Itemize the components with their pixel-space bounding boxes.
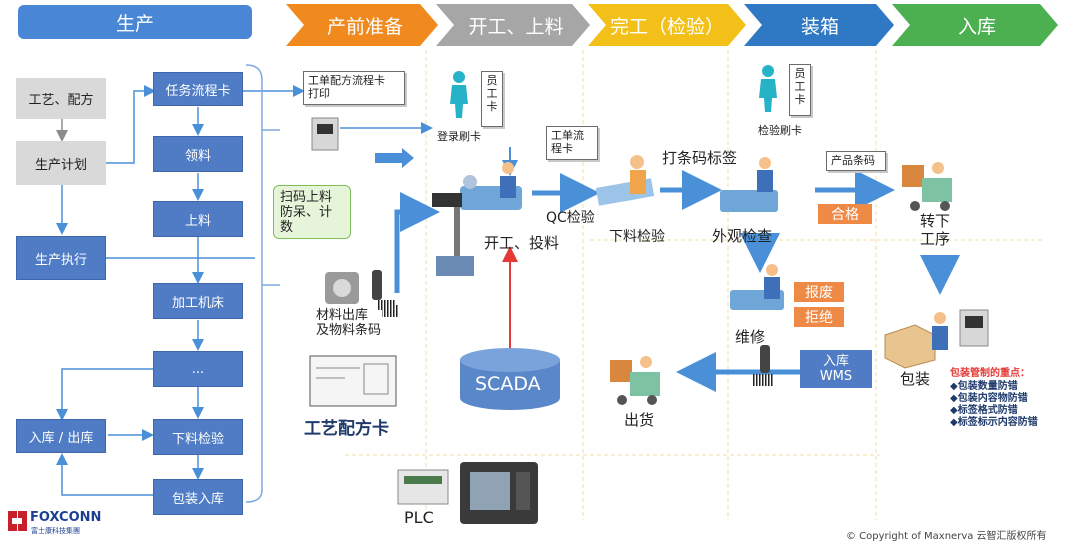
step-feed: 上料 <box>153 201 243 237</box>
forklift-icon-shipping <box>610 356 660 405</box>
step-material-pick: 领料 <box>153 136 243 172</box>
production-plan-box: 生产计划 <box>16 141 106 185</box>
stage-bar: 产前准备 开工、上料 完工（检验） 装箱 入库 <box>0 4 1080 46</box>
product-barcode-note: 产品条码 <box>826 151 886 171</box>
packing-focus-item: ◆标签标示内容防错 <box>950 417 1038 428</box>
stage-chevron-pack <box>744 4 894 46</box>
workstation-icon-appearance <box>720 157 778 212</box>
packing-focus-item: ◆标签格式防错 <box>950 405 1018 416</box>
repair-label: 维修 <box>735 328 766 346</box>
process-card-form-icon <box>309 355 397 407</box>
qc-inspection-label: QC检验 <box>546 210 595 226</box>
appearance-check-label: 外观检查 <box>712 227 773 245</box>
barcode-scanner-icon-inbound <box>760 345 770 373</box>
foxconn-logo-subtext: 富士康科技集團 <box>31 527 80 535</box>
label-printer-icon-packing <box>959 309 989 347</box>
forklift-icon-transfer <box>902 162 952 211</box>
packing-focus-item: ◆包装内容物防错 <box>950 393 1028 404</box>
login-swipe-label: 登录刷卡 <box>437 130 481 143</box>
plc-label: PLC <box>404 508 434 527</box>
work-order-card-print-note: 工单配方流程卡 打印 <box>303 71 405 105</box>
stage-label-pack: 装箱 <box>800 15 839 38</box>
stage-chevron-start <box>436 4 590 46</box>
transfer-label: 转下 工序 <box>920 212 951 248</box>
stage-label-prep: 产前准备 <box>326 15 403 38</box>
workstation-icon-repair <box>730 264 784 310</box>
workstation-icon-start <box>460 162 522 210</box>
copyright-text: © Copyright of Maxnerva 云智汇版权所有 <box>846 531 1047 542</box>
employee-worker-icon <box>450 65 777 118</box>
work-feed-label: 开工、投料 <box>484 234 560 252</box>
step-task-card: 任务流程卡 <box>153 72 243 106</box>
inbound-wms-box: 入库 WMS <box>800 350 872 388</box>
step-pack-store: 包装入库 <box>153 479 243 515</box>
barcode-scanner-icon-material <box>372 270 396 310</box>
process-recipe-box: 工艺、配方 <box>16 78 106 119</box>
stage-chevron-store <box>892 4 1058 46</box>
work-order-card-note: 工单流 程卡 <box>546 126 598 160</box>
employee-card-note-inspect: 员 工 卡 <box>789 64 811 116</box>
stage-chevron-prep <box>286 4 438 46</box>
production-header: 生产 <box>18 5 252 39</box>
in-out-stock-box: 入库 / 出库 <box>16 419 106 453</box>
production-execution-box: 生产执行 <box>16 236 106 280</box>
packing-focus-title: 包装管制的重点： <box>950 368 1030 379</box>
step-ellipsis: ... <box>153 351 243 387</box>
workstation-icon-unload <box>595 155 655 206</box>
material-coil-icon <box>325 272 359 304</box>
shipping-label: 出货 <box>624 411 655 429</box>
stage-label-store: 入库 <box>957 15 996 38</box>
stage-label-finish: 完工（检验） <box>609 15 724 38</box>
label-printer-icon-top <box>311 117 339 151</box>
inspection-swipe-label: 检验刷卡 <box>758 124 802 137</box>
stage-label-start: 开工、上料 <box>468 15 564 38</box>
barcode-icon-inbound <box>752 374 774 386</box>
packing-worker-icon <box>884 312 948 369</box>
employee-card-note-start: 员 工 卡 <box>481 71 503 127</box>
unload-inspection-label: 下料检验 <box>609 229 665 245</box>
packing-focus-item: ◆包装数量防错 <box>950 381 1018 392</box>
process-card-label: 工艺配方卡 <box>304 419 389 439</box>
reject-tag: 拒绝 <box>794 307 844 327</box>
step-machine: 加工机床 <box>153 283 243 319</box>
stage-chevron-finish <box>588 4 746 46</box>
material-barcode-label: 材料出库 及物料条码 <box>316 308 382 338</box>
weighing-scale-icon <box>432 193 474 276</box>
scada-label: SCADA <box>475 373 541 395</box>
pass-tag: 合格 <box>818 204 872 224</box>
cnc-machine-icon <box>460 462 538 524</box>
foxconn-logo-text: FOXCONN <box>30 510 102 525</box>
scan-feed-callout: 扫码上料 防呆、计 数 <box>273 185 351 239</box>
step-unload-inspection: 下料检验 <box>153 419 243 455</box>
scada-database-icon <box>460 348 560 410</box>
barcode-icon-material <box>382 305 398 317</box>
scrap-tag: 报废 <box>794 282 844 302</box>
foxconn-logo-mark <box>8 511 27 531</box>
print-barcode-label: 打条码标签 <box>662 149 738 167</box>
plc-device-icon <box>397 469 449 505</box>
packing-label: 包装 <box>900 370 931 388</box>
